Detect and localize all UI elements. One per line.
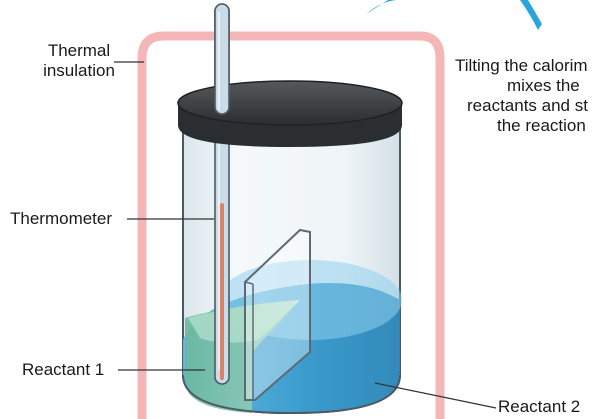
thermometer-label: Thermometer <box>10 209 113 228</box>
reactant-2-label: Reactant 2 <box>498 397 581 416</box>
thermal-insulation-line-2: insulation <box>43 61 115 80</box>
leader-reactant-2 <box>374 382 497 409</box>
divider-plate <box>244 228 311 401</box>
tilting-note-line-4: the reaction <box>497 116 586 135</box>
thermal-insulation-line-1: Thermal <box>47 41 111 60</box>
lid-top <box>177 80 403 126</box>
tilt-arrow-right <box>520 0 542 30</box>
thermal-insulation-box <box>137 31 445 419</box>
tilt-arrow-left <box>366 0 396 14</box>
tilting-note-label: Tilting the calorim mixes the reactants … <box>455 56 600 136</box>
thermometer-upper <box>214 3 230 115</box>
thermal-insulation-label: Thermal insulation <box>20 41 138 81</box>
divider-top-edge <box>244 281 254 285</box>
tilting-note-line-2: mixes the <box>507 76 580 95</box>
tilting-note-line-3: reactants and st <box>467 96 588 115</box>
reactant-1-label: Reactant 1 <box>22 360 105 379</box>
jar-bottom-rim <box>182 374 401 415</box>
tilting-note-line-1: Tilting the calorim <box>455 56 588 75</box>
